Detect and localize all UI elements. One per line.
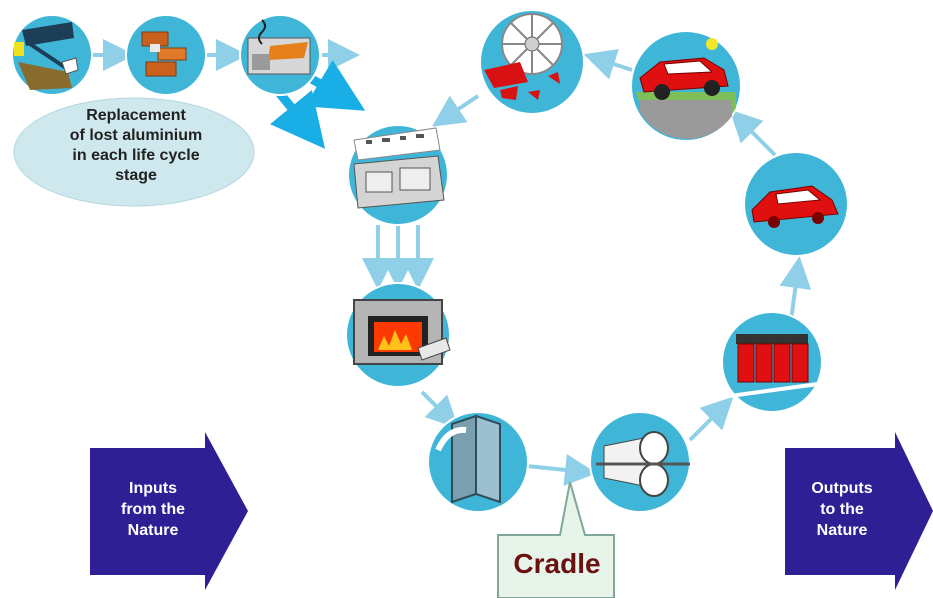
stage-smelting	[239, 14, 321, 96]
refining-icon	[141, 31, 187, 77]
stage-casting	[345, 282, 451, 388]
outputs-label: Outputs to the Nature	[792, 478, 892, 541]
inputs-line: Inputs	[129, 480, 177, 497]
inputs-label: Inputs from the Nature	[98, 478, 208, 541]
rolling-mill-icon	[596, 431, 690, 497]
furnace-icon	[353, 299, 451, 365]
outputs-line: Nature	[816, 522, 868, 539]
stage-recycling	[347, 124, 449, 226]
stage-assembly	[743, 151, 849, 257]
mining-icon	[14, 22, 79, 90]
arrow-dismantling-to-recycling	[432, 94, 480, 127]
replacement-line: Replacement	[86, 107, 186, 124]
replacement-oval	[13, 97, 255, 207]
inputs-line: Nature	[127, 522, 179, 539]
inputs-arrow	[90, 432, 248, 590]
shredder-icon	[484, 13, 563, 100]
stage-fabrication	[721, 311, 823, 413]
replacement-note: Replacement of lost aluminium in each li…	[18, 106, 254, 186]
scrap-sorting-icon	[353, 127, 445, 209]
outputs-arrow	[785, 432, 933, 590]
inputs-line: from the	[121, 501, 185, 518]
arrow-assembly-to-use	[729, 109, 777, 157]
arrow-casting-to-forming	[420, 390, 459, 429]
cradle-label: Cradle	[513, 548, 601, 579]
cradle-callout	[497, 481, 615, 598]
replacement-line: of lost aluminium	[69, 127, 203, 144]
stage-forming	[427, 411, 529, 513]
stage-use	[630, 30, 742, 142]
stage-rolling	[589, 411, 691, 513]
loss-arrow-2	[270, 87, 326, 149]
stage-refining	[125, 14, 207, 96]
outputs-line: Outputs	[811, 480, 873, 497]
profile-forming-icon	[435, 414, 501, 504]
arrow-use-to-dismantling	[583, 48, 633, 80]
arrow-forming-to-rolling	[526, 454, 597, 486]
replacement-line: in each life cycle	[72, 147, 200, 164]
stage-dismantling	[479, 9, 585, 115]
arrow-rolling-to-fabrication	[688, 396, 734, 442]
replacement-line: stage	[115, 167, 157, 184]
stage-raw-material	[11, 14, 93, 96]
car-use-icon	[636, 38, 736, 139]
car-assembly-icon	[751, 185, 839, 228]
outputs-line: to the	[820, 501, 864, 518]
smelting-icon	[247, 19, 311, 75]
car-body-parts-icon	[729, 334, 819, 398]
